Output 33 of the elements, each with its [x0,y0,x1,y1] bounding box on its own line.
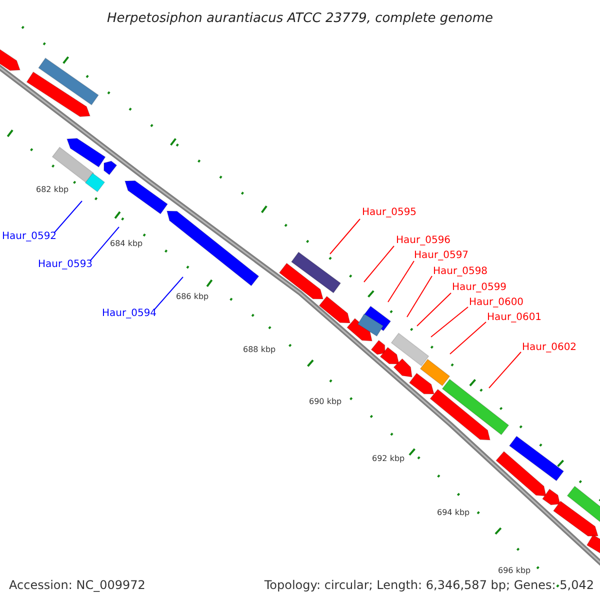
leader-line [406,276,432,318]
chart-title: Herpetosiphon aurantiacus ATCC 23779, complete genome [106,10,494,28]
position-label: 694 kbp [437,507,470,519]
position-label: 696 kbp [498,565,531,577]
leader-line [388,260,414,302]
gene-label: Haur_0600 [469,296,524,309]
position-label: 682 kbp [36,184,69,196]
position-label: 690 kbp [309,396,342,408]
position-label: 686 kbp [176,291,209,303]
position-label: 688 kbp [243,344,276,356]
gene-label: Haur_0602 [522,341,577,354]
leader-line [430,306,468,338]
gene-label: Haur_0596 [396,234,451,247]
footer-text: Topology: circular; Length: 6,346,587 bp; Genes: 5,042 [264,577,594,594]
position-label: 684 kbp [110,238,143,250]
leader-line [154,276,184,310]
gene-label: Haur_0594 [102,307,157,320]
gene-label: Haur_0601 [487,311,542,324]
leader-line [416,292,452,326]
leader-line [330,218,360,254]
leader-line [450,322,486,354]
leader-line [90,226,120,262]
footer-text: Accession: NC_009972 [9,577,146,594]
gene-label: Haur_0597 [414,249,469,262]
leader-line [488,352,522,388]
position-label: 692 kbp [372,453,405,465]
gene-label: Haur_0599 [452,281,507,294]
gene-label: Haur_0593 [38,258,93,271]
gene-label: Haur_0595 [362,206,417,219]
gene-label: Haur_0598 [433,265,488,278]
leader-line [54,200,82,234]
leader-line [364,246,394,282]
gene-label: Haur_0592 [2,230,57,243]
